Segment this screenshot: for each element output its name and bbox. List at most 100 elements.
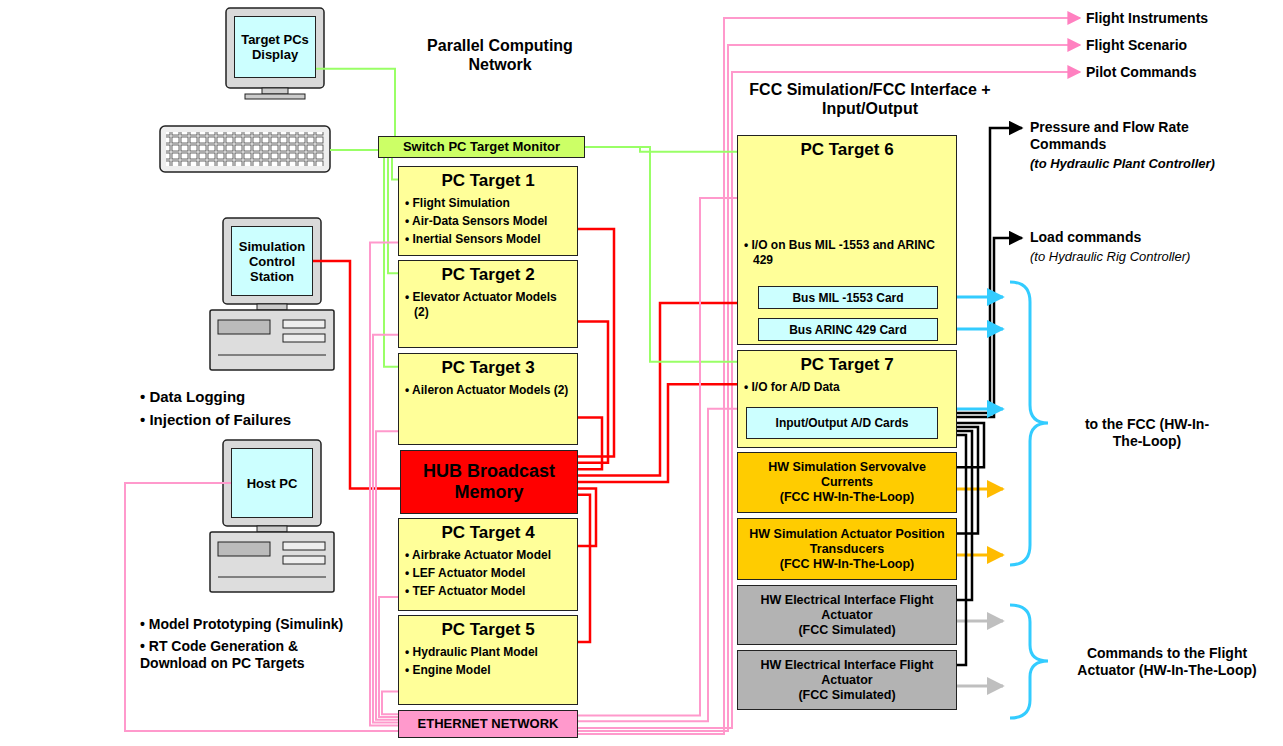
network-bar: ETHERNET NETWORK xyxy=(398,710,578,738)
box-text: • Elevator Actuator Models (2) xyxy=(405,290,571,320)
hw-box: HW Electrical Interface Flight Actuator(… xyxy=(737,650,957,710)
text-label: • RT Code Generation & Download on PC Ta… xyxy=(140,638,330,672)
card-box: Bus MIL -1553 Card xyxy=(758,286,938,309)
connector xyxy=(382,692,398,715)
connector xyxy=(578,409,737,721)
connector xyxy=(370,243,398,726)
monitor-screen: Simulation Control Station xyxy=(231,226,313,296)
box-text: • Air-Data Sensors Model xyxy=(405,214,571,229)
box-text: • LEF Actuator Model xyxy=(405,566,571,581)
box-title: HW Electrical Interface Flight Actuator xyxy=(741,658,953,688)
box-title: PC Target 1 xyxy=(405,170,571,191)
hw-box: HW Electrical Interface Flight Actuator(… xyxy=(737,585,957,645)
box-title: HUB Broadcast Memory xyxy=(404,461,574,503)
pc-target-box: PC Target 1 • Flight Simulation • Air-Data… xyxy=(398,166,578,256)
text-label: Flight Instruments xyxy=(1086,10,1208,27)
box-title: Bus MIL -1553 Card xyxy=(792,291,903,305)
pc-target-box: PC Target 3 • Aileron Actuator Models (2) xyxy=(398,353,578,445)
keyboard-wire xyxy=(330,149,378,151)
box-text: • Inertial Sensors Model xyxy=(405,232,571,247)
text-label: FCC Simulation/FCC Interface + Input/Out… xyxy=(740,80,1000,118)
card-box: Input/Output A/D Cards xyxy=(746,407,938,439)
box-text: • Airbrake Actuator Model xyxy=(405,548,571,563)
connector xyxy=(578,417,602,469)
box-text: (FCC HW-In-The-Loop) xyxy=(780,490,914,505)
connector xyxy=(373,335,398,723)
box-title: PC Target 3 xyxy=(405,357,571,378)
connector xyxy=(578,384,737,482)
connector xyxy=(578,488,596,546)
box-title: Switch PC Target Monitor xyxy=(403,139,560,155)
monitor-screen: Host PC xyxy=(231,448,313,518)
pc-target-box: PC Target 5 • Hydraulic Plant Model • Engi… xyxy=(398,615,578,705)
text-label: (to Hydraulic Rig Controller) xyxy=(1030,249,1190,265)
connector xyxy=(125,483,398,731)
monitor-screen: Target PCs Display xyxy=(234,16,316,78)
box-title: PC Target 5 xyxy=(405,619,571,640)
pc-target-box: PC Target 6 • I/O on Bus MIL -1553 and AR… xyxy=(737,135,957,345)
box-title: HW Simulation Actuator Position Transduc… xyxy=(741,527,953,557)
box-title: Host PC xyxy=(247,476,298,491)
connector xyxy=(316,69,395,136)
box-text: (FCC Simulated) xyxy=(798,623,895,638)
connector xyxy=(578,322,608,463)
pink-leaders xyxy=(578,18,1080,734)
text-label: Pilot Commands xyxy=(1086,64,1196,81)
text-label: • Data Logging xyxy=(140,388,245,406)
box-text: • I/O for A/D Data xyxy=(744,380,950,395)
connector xyxy=(578,303,737,476)
box-text: • I/O on Bus MIL -1553 and ARINC 429 xyxy=(744,238,950,268)
box-title: Input/Output A/D Cards xyxy=(776,416,909,430)
keyboard xyxy=(160,126,330,172)
grey-arrows xyxy=(957,621,1003,686)
box-text: • TEF Actuator Model xyxy=(405,584,571,599)
box-title: PC Target 7 xyxy=(744,354,950,375)
connector xyxy=(379,597,398,717)
connector xyxy=(313,261,400,488)
text-label: Flight Scenario xyxy=(1086,37,1187,54)
box-title: Bus ARINC 429 Card xyxy=(789,323,907,337)
box-text: • Aileron Actuator Models (2) xyxy=(405,383,571,398)
text-label: • Injection of Failures xyxy=(140,411,291,429)
connector xyxy=(578,198,737,716)
pc-target-box: PC Target 7 • I/O for A/D DataInput/Outpu… xyxy=(737,350,957,448)
connector xyxy=(578,495,590,642)
hw-box: HW Simulation Actuator Position Transduc… xyxy=(737,518,957,580)
box-title: ETHERNET NETWORK xyxy=(418,716,559,732)
pc-target-box: PC Target 4 • Airbrake Actuator Model • LE… xyxy=(398,518,578,611)
box-text: • Hydraulic Plant Model xyxy=(405,645,571,660)
connector xyxy=(388,158,398,273)
box-text: • Engine Model xyxy=(405,663,571,678)
monitor-station xyxy=(210,218,334,370)
monitor-display xyxy=(226,8,324,99)
box-title: HW Simulation Servovalve Currents xyxy=(741,460,953,490)
hw-box: HW Simulation Servovalve Currents(FCC HW… xyxy=(737,452,957,513)
text-label: (to Hydraulic Plant Controller) xyxy=(1030,156,1215,172)
brace xyxy=(1010,282,1048,718)
box-text: (FCC HW-In-The-Loop) xyxy=(780,557,914,572)
text-label: • Model Prototyping (Simulink) xyxy=(140,616,343,633)
box-title: Simulation Control Station xyxy=(235,239,309,284)
box-title: HW Electrical Interface Flight Actuator xyxy=(741,593,953,623)
box-title: PC Target 4 xyxy=(405,522,571,543)
connector xyxy=(585,147,737,362)
text-label: Load commands xyxy=(1030,229,1141,246)
text-label: Pressure and Flow Rate Commands xyxy=(1030,119,1245,153)
text-label: to the FCC (HW-In-The-Loop) xyxy=(1072,416,1222,450)
pc-target-box: PC Target 2 • Elevator Actuator Models (2… xyxy=(398,260,578,348)
connector xyxy=(376,431,398,720)
box-title: Target PCs Display xyxy=(238,32,312,62)
text-label: Parallel Computing Network xyxy=(420,36,580,74)
box-text: • Flight Simulation xyxy=(405,196,571,211)
box-title: PC Target 6 xyxy=(744,139,950,160)
box-text: (FCC Simulated) xyxy=(798,688,895,703)
card-box: Bus ARINC 429 Card xyxy=(758,318,938,341)
switch-box: Switch PC Target Monitor xyxy=(378,136,585,158)
text-label: Commands to the Flight Actuator (HW-In-T… xyxy=(1062,645,1272,679)
orange-arrows xyxy=(957,489,1003,555)
monitor-host xyxy=(210,440,334,592)
hub-box: HUB Broadcast Memory xyxy=(400,450,578,514)
box-title: PC Target 2 xyxy=(405,264,571,285)
